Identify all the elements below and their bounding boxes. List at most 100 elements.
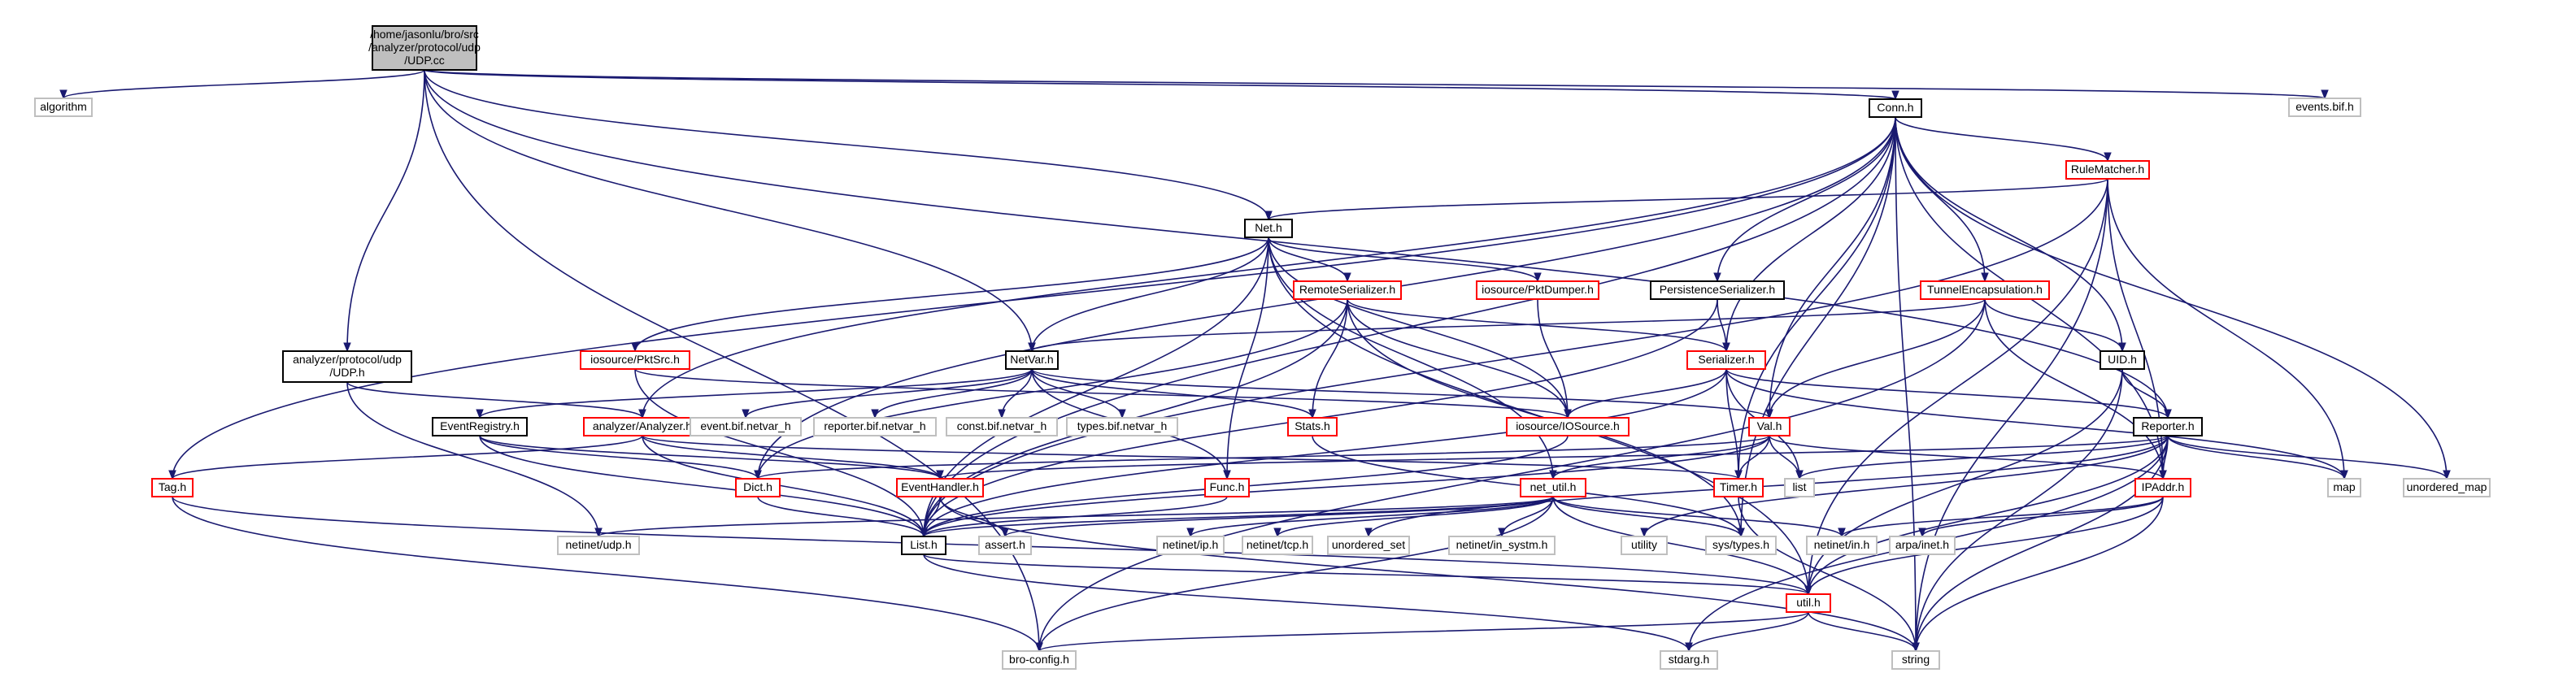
node-label: Tag.h xyxy=(159,480,186,493)
edge-netvar_h-to-event_bif xyxy=(742,368,1033,419)
arrowhead-icon xyxy=(2443,470,2451,480)
edge-udp_cc-to-events_bif xyxy=(424,69,2329,100)
edge-line xyxy=(1984,298,2123,352)
node-box xyxy=(2133,417,2203,436)
node-remoteserializer-h[interactable]: RemoteSerializer.h xyxy=(1293,280,1402,300)
node-pktdumper-h[interactable]: iosource/PktDumper.h xyxy=(1476,280,1599,300)
node-stats-h[interactable]: Stats.h xyxy=(1287,417,1338,436)
edge-line xyxy=(1740,116,1896,537)
node-label: string xyxy=(1902,653,1930,666)
edge-net_util_h-to-netinet_in xyxy=(1552,496,1846,538)
node-box xyxy=(896,478,984,497)
edge-udp_h-to-netinet_udp xyxy=(346,381,603,538)
node-util-h[interactable]: util.h xyxy=(1786,593,1831,613)
node-func-h[interactable]: Func.h xyxy=(1204,478,1250,497)
node-analyzer-h[interactable]: analyzer/Analyzer.h xyxy=(583,417,702,436)
arrowhead-icon xyxy=(2118,342,2126,353)
node-box xyxy=(1156,536,1225,555)
arrowhead-icon xyxy=(1737,528,1745,538)
node-box xyxy=(901,536,946,555)
edge-list_h-to-util_h xyxy=(923,554,1812,596)
node-sys-types: sys/types.h xyxy=(1705,536,1777,555)
edge-line xyxy=(1268,237,1538,282)
edge-line xyxy=(1738,496,1917,652)
arrowhead-icon xyxy=(631,342,639,353)
edge-line xyxy=(1688,611,1809,652)
node-ipaddr-h[interactable]: IPAddr.h xyxy=(2134,478,2191,497)
node-label: TunnelEncapsulation.h xyxy=(1927,283,2043,296)
node-label: RemoteSerializer.h xyxy=(1299,283,1395,296)
edge-line xyxy=(1738,116,1896,480)
arrowhead-icon xyxy=(2159,470,2167,480)
node-box xyxy=(946,417,1058,436)
node-udp-h[interactable]: analyzer/protocol/udp/UDP.h xyxy=(282,350,412,383)
node-tag-h[interactable]: Tag.h xyxy=(151,478,194,497)
node-udp-cc[interactable]: /home/jasonlu/bro/src/analyzer/protocol/… xyxy=(368,25,481,71)
node-label: Net.h xyxy=(1255,221,1281,234)
node-label: NetVar.h xyxy=(1010,353,1053,366)
edge-line xyxy=(1717,116,1896,282)
node-iosource-h[interactable]: iosource/IOSource.h xyxy=(1506,417,1630,436)
node-eventregistry-h[interactable]: EventRegistry.h xyxy=(432,417,528,436)
edge-line xyxy=(172,496,1040,652)
arrowhead-icon xyxy=(2104,152,2112,163)
edge-udp_cc-to-netvar_h xyxy=(424,69,1036,353)
node-timer-h[interactable]: Timer.h xyxy=(1713,478,1764,497)
edge-line xyxy=(642,435,941,480)
node-conn-h[interactable]: Conn.h xyxy=(1869,98,1922,118)
edge-net_h-to-remoteserializer_h xyxy=(1268,237,1351,283)
edge-line xyxy=(1895,116,1917,652)
edge-line xyxy=(1769,298,1986,419)
edge-line xyxy=(479,368,1033,419)
edge-line xyxy=(939,435,2169,480)
node-unordered-set: unordered_set xyxy=(1327,536,1410,555)
arrowhead-icon xyxy=(1118,409,1126,419)
edge-line xyxy=(424,69,1040,652)
arrowhead-icon xyxy=(1981,272,1989,283)
node-label: arpa/inet.h xyxy=(1895,538,1949,551)
node-label: const.bif.netvar_h xyxy=(957,419,1047,432)
node-persistserializer-h[interactable]: PersistenceSerializer.h xyxy=(1650,280,1785,300)
node-uid-h[interactable]: UID.h xyxy=(2100,350,2145,370)
node-val-h[interactable]: Val.h xyxy=(1748,417,1791,436)
edge-line xyxy=(479,435,925,537)
node-label: algorithm xyxy=(40,100,87,113)
edge-line xyxy=(1190,496,1554,537)
edge-line xyxy=(634,368,1569,419)
edge-timer_h-to-string xyxy=(1738,496,1920,653)
node-netvar-h[interactable]: NetVar.h xyxy=(1005,350,1059,370)
arrowhead-icon xyxy=(638,409,646,419)
node-serializer-h[interactable]: Serializer.h xyxy=(1686,350,1766,370)
edge-line xyxy=(479,435,759,480)
edge-net_util_h-to-netinet_tcp xyxy=(1273,496,1554,538)
node-eventhandler-h[interactable]: EventHandler.h xyxy=(896,478,984,497)
node-list-h[interactable]: List.h xyxy=(901,536,946,555)
arrowhead-icon xyxy=(1912,642,1920,653)
node-label: Stats.h xyxy=(1295,419,1330,432)
edge-pktdumper_h-to-iosource_h xyxy=(1537,298,1572,419)
edge-line xyxy=(1725,368,1739,480)
arrowhead-icon xyxy=(1343,272,1351,283)
node-rulematcher-h[interactable]: RuleMatcher.h xyxy=(2065,160,2150,180)
edge-conn_h-to-persistserializer_h xyxy=(1713,116,1896,283)
node-net-h[interactable]: Net.h xyxy=(1244,219,1293,238)
edge-line xyxy=(424,69,2169,419)
node-tunnelencap-h[interactable]: TunnelEncapsulation.h xyxy=(1920,280,2050,300)
node-pktsrc-h[interactable]: iosource/PktSrc.h xyxy=(580,350,690,370)
edge-ipaddr_h-to-arpa_inet xyxy=(1918,496,2164,538)
node-box xyxy=(282,350,412,383)
node-net-util-h[interactable]: net_util.h xyxy=(1520,478,1586,497)
node-box xyxy=(151,478,194,497)
node-box xyxy=(1891,650,1940,670)
arrowhead-icon xyxy=(1564,409,1572,419)
edge-line xyxy=(923,554,1690,652)
node-label: Val.h xyxy=(1757,419,1782,432)
edge-line xyxy=(1347,298,1569,419)
edge-dict_h-to-list_h xyxy=(757,496,928,538)
node-box xyxy=(2065,160,2150,180)
node-bro-config: bro-config.h xyxy=(1002,650,1077,670)
node-reporter-h[interactable]: Reporter.h xyxy=(2133,417,2203,436)
edge-util_h-to-stdarg_h xyxy=(1685,611,1809,653)
edge-util_h-to-string xyxy=(1808,611,1920,653)
node-dict-h[interactable]: Dict.h xyxy=(735,478,781,497)
